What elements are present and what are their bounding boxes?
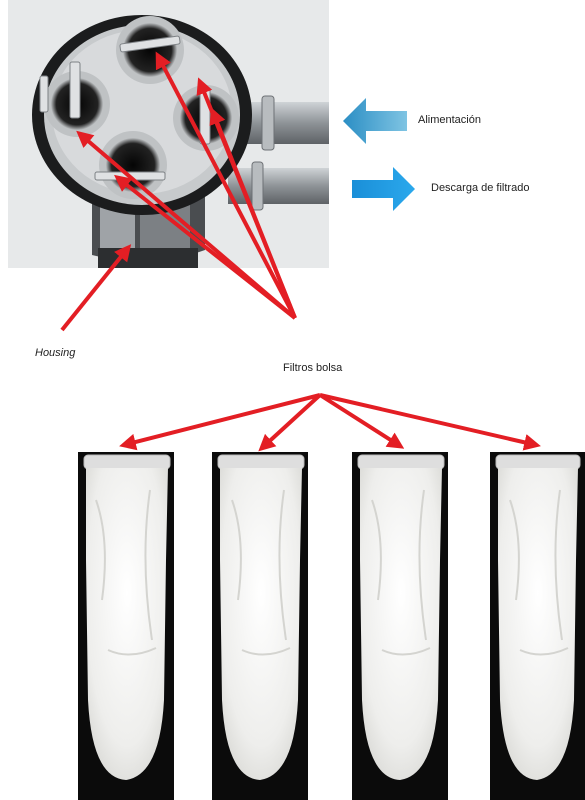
label-filtros-bolsa: Filtros bolsa [283,362,342,374]
arrow-to-bag-4 [320,395,536,445]
filter-bag-2 [212,452,308,800]
filter-bag-3 [352,452,448,800]
inlet-pipe [238,96,329,150]
housing-photo [8,0,329,268]
filter-bag-1 [78,452,174,800]
inlet-arrow-icon [343,98,407,144]
filter-bag-4 [490,452,585,800]
label-housing: Housing [35,347,75,359]
label-descarga: Descarga de filtrado [431,182,529,194]
outlet-arrow-icon [352,167,415,211]
label-alimentacion: Alimentación [418,114,481,126]
